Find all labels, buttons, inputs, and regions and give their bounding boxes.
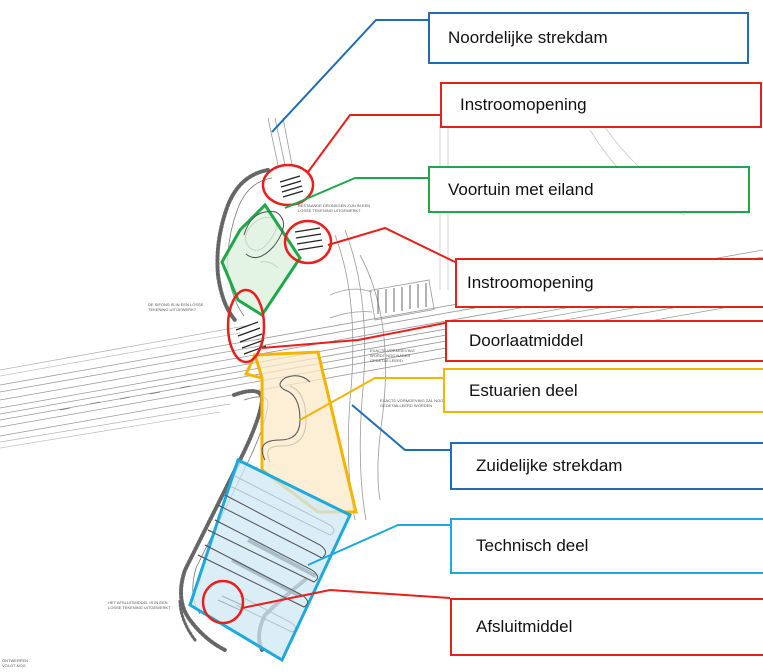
- callout-label: Voortuin met eiland: [448, 179, 594, 199]
- leader-instroomopening-1: [307, 114, 440, 173]
- circle-doorlaatmiddel: [226, 288, 266, 364]
- callout-label: Technisch deel: [476, 536, 589, 555]
- leader-technisch-deel: [307, 524, 450, 566]
- callout-doorlaatmiddel: Doorlaatmiddel: [445, 320, 763, 362]
- front-garden-zone: [220, 202, 302, 318]
- callout-label: Estuarien deel: [469, 380, 578, 400]
- callout-label: Instroomopening: [460, 95, 587, 114]
- callout-instroomopening-1: Instroomopening: [440, 82, 762, 128]
- leader-voortuin: [284, 177, 428, 209]
- svg-text:EXACTE VORMGEVING: EXACTE VORMGEVING: [370, 348, 415, 353]
- circle-instroomopening-2: [283, 219, 333, 265]
- svg-text:BESTAANDE DRONKGEN ZIJN IN EEN: BESTAANDE DRONKGEN ZIJN IN EEN: [298, 203, 370, 208]
- svg-text:GEDETAILLEERD: GEDETAILLEERD: [370, 358, 403, 363]
- svg-text:HET AFSLUITMIDDEL IS IN EEN: HET AFSLUITMIDDEL IS IN EEN: [108, 600, 168, 605]
- callout-technisch-deel: Technisch deel: [450, 518, 763, 574]
- callout-label: Afsluitmiddel: [476, 617, 573, 636]
- svg-text:ONTWERPEN: ONTWERPEN: [2, 658, 28, 663]
- callout-noordelijke-strekdam: Noordelijke strekdam: [428, 12, 749, 64]
- highlight-circles: [201, 163, 333, 625]
- callout-instroomopening-2: Instroomopening: [455, 258, 763, 308]
- leader-lines: [241, 19, 456, 609]
- svg-text:GEDETAILLEERD WORDEN: GEDETAILLEERD WORDEN: [380, 403, 432, 408]
- svg-text:TEKENING UITGEWERKT: TEKENING UITGEWERKT: [148, 307, 197, 312]
- culvert: [329, 279, 435, 321]
- svg-text:EXACTE VORMGEVING ZAL NOG: EXACTE VORMGEVING ZAL NOG: [380, 398, 443, 403]
- circle-afsluitmiddel: [201, 579, 245, 625]
- svg-text:LOSSE TEKENING UITGEWERKT: LOSSE TEKENING UITGEWERKT: [108, 605, 171, 610]
- svg-text:WORDT NOG NADER: WORDT NOG NADER: [370, 353, 410, 358]
- callout-zuidelijke-strekdam: Zuidelijke strekdam: [450, 442, 763, 490]
- callout-label: Doorlaatmiddel: [469, 331, 584, 350]
- svg-text:DE SIFONS IS IN EEN LOSSE: DE SIFONS IS IN EEN LOSSE: [148, 302, 204, 307]
- svg-text:LOSSE TEKENING UITGEWERKT: LOSSE TEKENING UITGEWERKT: [298, 208, 361, 213]
- leader-estuarien-deel: [299, 377, 443, 421]
- callout-afsluitmiddel: Afsluitmiddel: [450, 598, 763, 656]
- leader-doorlaatmiddel: [261, 322, 446, 349]
- leader-instroomopening-2: [327, 226, 456, 263]
- leader-noordelijke-strekdam: [271, 19, 428, 133]
- callout-label: Instroomopening: [467, 273, 594, 292]
- svg-text:VOLGT NOG: VOLGT NOG: [2, 663, 26, 668]
- dike-road: [0, 249, 763, 449]
- callout-estuarien-deel: Estuarien deel: [443, 368, 763, 413]
- callout-label: Noordelijke strekdam: [448, 28, 608, 47]
- callout-voortuin-met-eiland: Voortuin met eiland: [428, 166, 750, 213]
- leader-afsluitmiddel: [241, 588, 451, 609]
- callout-label: Zuidelijke strekdam: [476, 456, 623, 475]
- circle-instroomopening-1: [261, 163, 315, 207]
- north-dam-lines: [267, 117, 293, 166]
- drawing-annotations: BESTAANDE DRONKGEN ZIJN IN EEN LOSSE TEK…: [2, 203, 443, 668]
- leader-zuidelijke-strekdam: [351, 404, 450, 451]
